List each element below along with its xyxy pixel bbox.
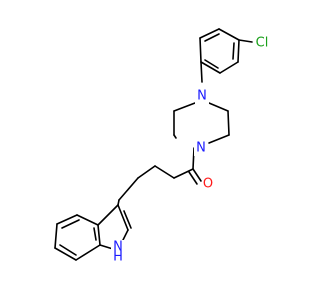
bond [99, 244, 114, 250]
bond [97, 224, 101, 246]
atom-o: O [203, 177, 213, 192]
bond [173, 102, 196, 112]
bond [227, 110, 230, 136]
bond [93, 227, 97, 241]
nitrogen-label: N [196, 141, 206, 156]
label-background [194, 140, 208, 156]
bond [173, 168, 194, 179]
bond [199, 37, 202, 63]
bond [200, 61, 203, 83]
bond [56, 214, 78, 225]
bond [208, 102, 229, 112]
bond [154, 165, 175, 179]
bond [137, 165, 156, 179]
atom-nh: N H [111, 240, 125, 266]
piperazine-ring [173, 102, 230, 144]
bond [237, 39, 240, 63]
bond [75, 244, 101, 261]
molecule-structure: Cl N N O N H [54, 28, 269, 266]
bond [232, 42, 235, 60]
bond [97, 204, 119, 226]
bond [54, 247, 77, 261]
bond [59, 244, 77, 256]
bond [122, 229, 129, 241]
chlorophenyl-ring [199, 28, 253, 74]
bond [76, 214, 99, 226]
label-background [111, 240, 125, 266]
bond [208, 134, 230, 144]
hydrogen-label: H [113, 250, 123, 265]
bond [173, 134, 177, 139]
bond [204, 33, 220, 42]
atom-n-amide: N [194, 140, 208, 156]
bond [188, 171, 198, 185]
atom-n-top: N [195, 88, 209, 104]
nitrogen-label: N [197, 89, 207, 104]
bond [117, 199, 120, 206]
bond [192, 168, 202, 182]
chlorine-label: Cl [256, 36, 269, 51]
oxygen-label: O [203, 177, 213, 192]
bond [117, 204, 129, 231]
nitrogen-label: N [113, 240, 123, 255]
bond [219, 61, 239, 74]
bond [218, 28, 240, 41]
bond [192, 147, 195, 170]
label-background [195, 88, 209, 104]
bond [54, 223, 58, 249]
bond [238, 39, 253, 43]
bond [199, 28, 220, 39]
bond [118, 177, 139, 201]
atom-cl: Cl [256, 36, 269, 51]
bond [200, 61, 221, 74]
bond [123, 210, 132, 229]
bond [61, 219, 80, 229]
indole-ring [54, 204, 132, 261]
bond [204, 59, 219, 69]
